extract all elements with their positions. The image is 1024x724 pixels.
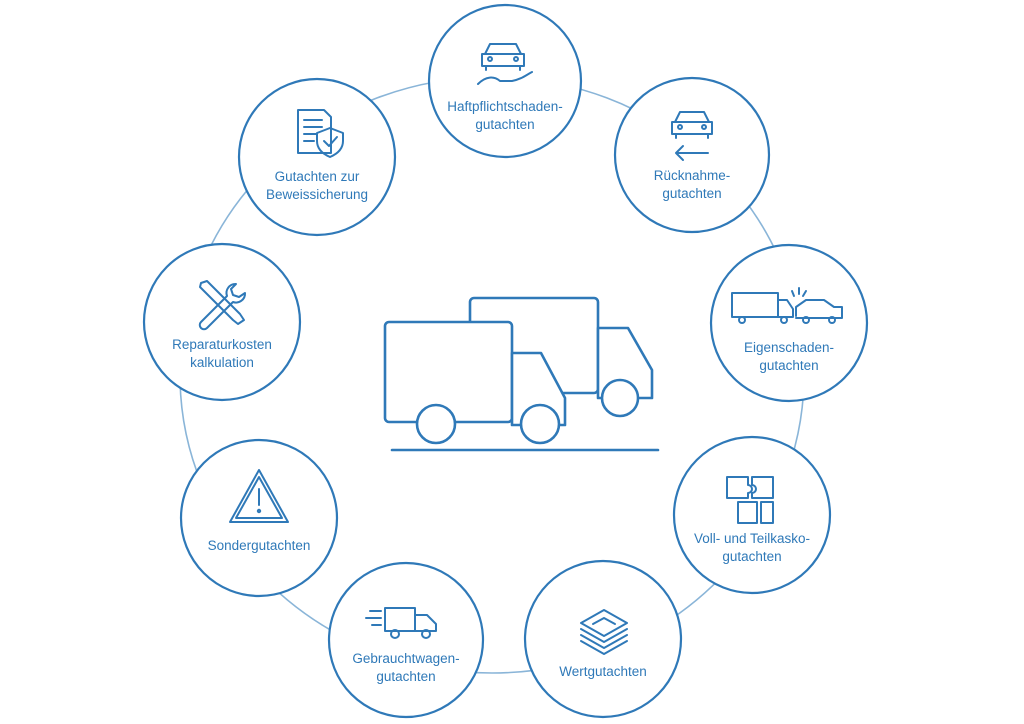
delivery-trucks-icon bbox=[383, 296, 660, 452]
node-gebrauchtwagen: Gebrauchtwagen- gutachten bbox=[327, 561, 485, 719]
node-beweis: Gutachten zur Beweissicherung bbox=[237, 77, 397, 237]
truck-car-collision-icon bbox=[731, 287, 843, 324]
moving-truck-icon bbox=[365, 607, 437, 639]
node-label-line-1: Gutachten zur bbox=[275, 169, 360, 184]
node-eigenschaden: Eigenschaden- gutachten bbox=[709, 243, 869, 403]
node-label-line-2: gutachten bbox=[475, 117, 534, 132]
car-in-hand-icon bbox=[477, 43, 533, 85]
node-kasko: Voll- und Teilkasko- gutachten bbox=[672, 435, 832, 595]
node-label-line-2: gutachten bbox=[376, 669, 435, 684]
node-label-line-1: Wertgutachten bbox=[559, 664, 647, 679]
node-label-line-1: Gebrauchtwagen- bbox=[352, 651, 459, 666]
node-label-line-2: Beweissicherung bbox=[266, 187, 368, 202]
money-stack-icon bbox=[580, 609, 628, 655]
node-label-line-2: kalkulation bbox=[190, 355, 254, 370]
wrench-screwdriver-icon bbox=[198, 280, 246, 331]
node-label-line-1: Rücknahme- bbox=[654, 168, 731, 183]
node-label-line-2: gutachten bbox=[662, 186, 721, 201]
node-label-line-1: Eigenschaden- bbox=[744, 340, 834, 355]
node-label-line-1: Reparaturkosten bbox=[172, 337, 272, 352]
document-shield-icon bbox=[297, 109, 344, 158]
car-return-arrow-icon bbox=[671, 111, 713, 161]
node-label-line-1: Sondergutachten bbox=[208, 538, 311, 553]
node-sonder: Sondergutachten bbox=[179, 438, 339, 598]
node-ruecknahme: Rücknahme- gutachten bbox=[613, 76, 771, 234]
node-wert: Wertgutachten bbox=[523, 559, 683, 719]
puzzle-icon bbox=[726, 476, 774, 524]
node-label-line-2: gutachten bbox=[722, 549, 781, 564]
warning-triangle-icon bbox=[229, 469, 289, 523]
node-label-line-1: Haftpflichtschaden- bbox=[447, 99, 563, 114]
node-haftpflicht: Haftpflichtschaden- gutachten bbox=[427, 3, 583, 159]
node-reparatur: Reparaturkosten kalkulation bbox=[142, 242, 302, 402]
node-label-line-2: gutachten bbox=[759, 358, 818, 373]
node-label-line-1: Voll- und Teilkasko- bbox=[694, 531, 810, 546]
